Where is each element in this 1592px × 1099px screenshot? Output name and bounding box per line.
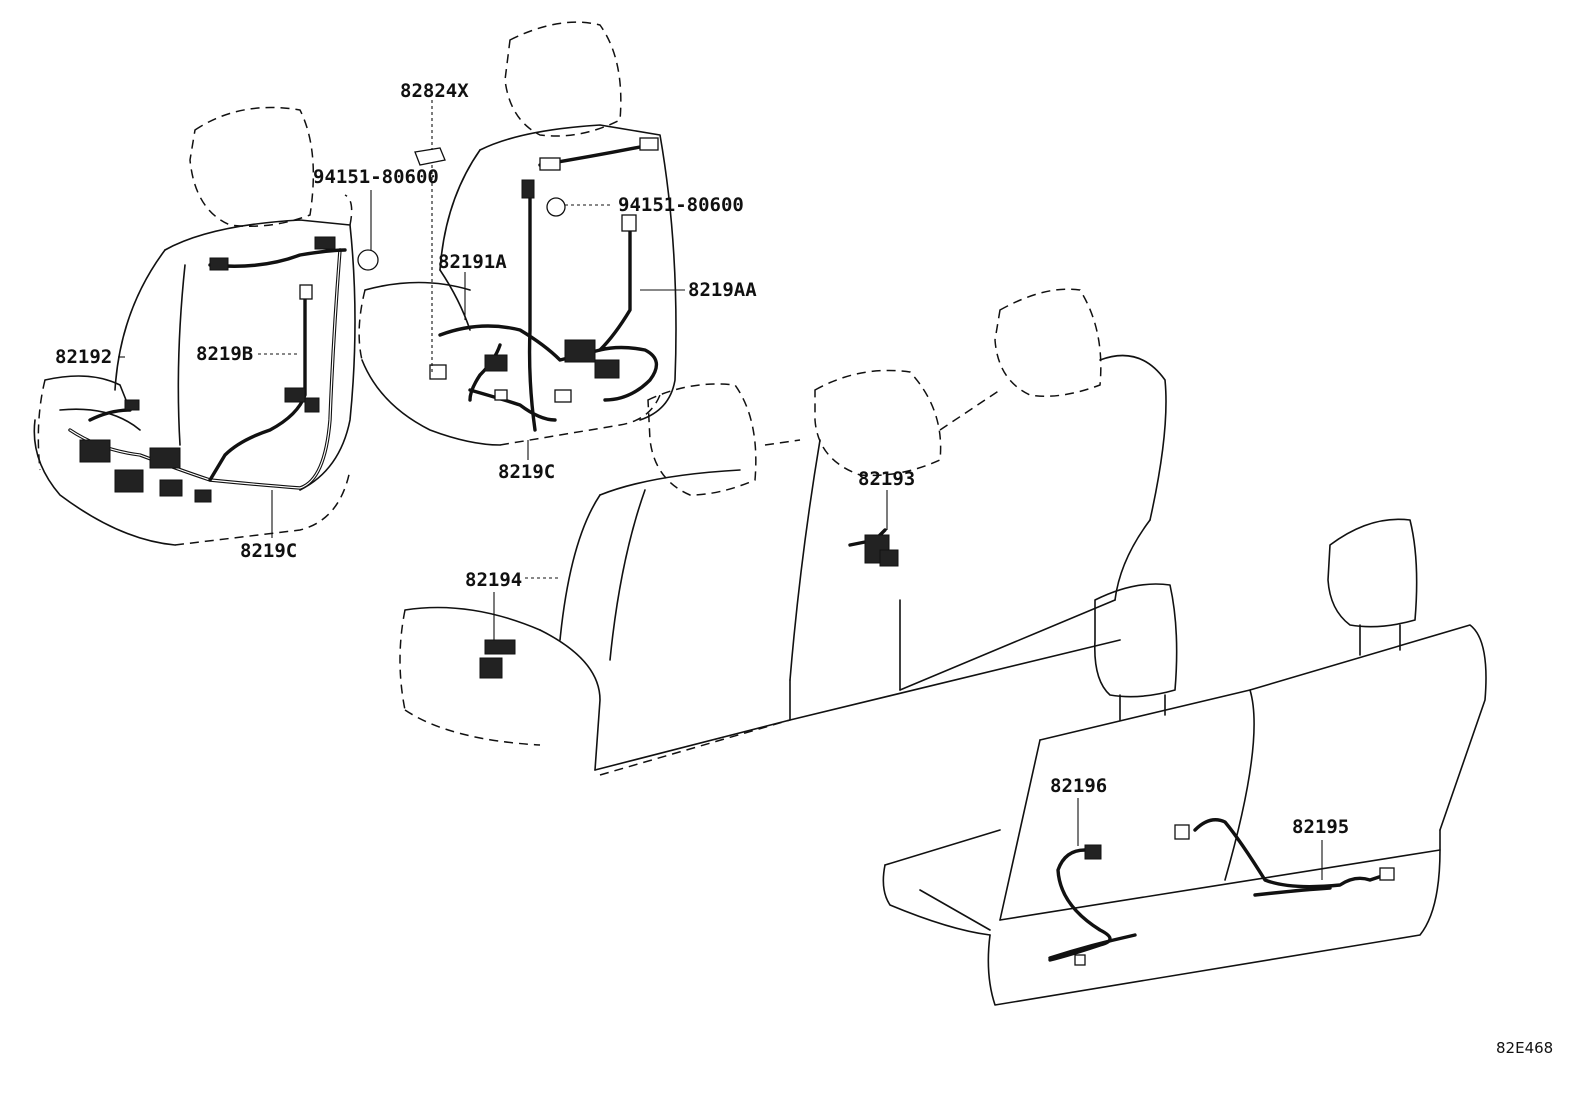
front-seat-right <box>358 21 677 446</box>
label-94151-80600-right: 94151-80600 <box>618 194 744 216</box>
diagram-code: 82E468 <box>1496 1039 1553 1057</box>
part-labels: 82824X 94151-80600 94151-80600 82191A 82… <box>55 80 1553 1057</box>
harness-8219C-front-left <box>68 236 379 503</box>
second-row-seat <box>399 288 1167 776</box>
label-82194: 82194 <box>465 569 522 591</box>
label-8219C-middle: 8219C <box>498 461 555 483</box>
label-8219AA: 8219AA <box>688 279 757 301</box>
harness-8219AA-front-right <box>429 137 659 432</box>
leader-lines <box>118 100 1323 880</box>
label-82191A: 82191A <box>438 251 507 273</box>
connector-82193 <box>848 528 899 567</box>
third-row-seat <box>882 518 1487 1006</box>
label-82193: 82193 <box>858 468 915 490</box>
clip-82824X <box>414 147 446 166</box>
label-94151-80600-left: 94151-80600 <box>313 166 439 188</box>
harness-82195 <box>1174 818 1395 897</box>
label-8219C-left: 8219C <box>240 540 297 562</box>
label-82192: 82192 <box>55 346 112 368</box>
harness-82196 <box>1048 844 1137 966</box>
connector-82194 <box>479 639 516 679</box>
front-seat-left <box>33 106 356 546</box>
label-82824X: 82824X <box>400 80 469 102</box>
label-82195: 82195 <box>1292 816 1349 838</box>
label-8219B: 8219B <box>196 343 253 365</box>
label-82196: 82196 <box>1050 775 1107 797</box>
